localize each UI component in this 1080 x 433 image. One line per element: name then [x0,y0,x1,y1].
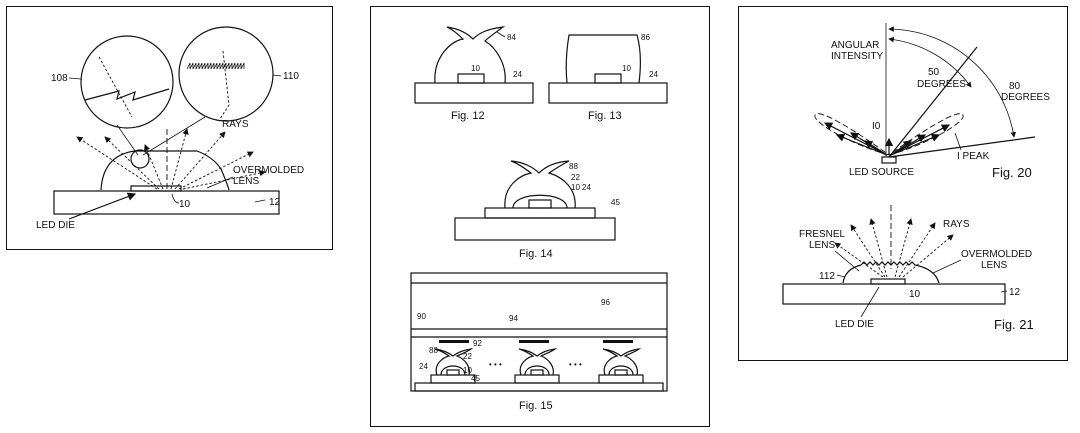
fig-20: ANGULAR INTENSITY 50 DEGREES 80 DEGREES [814,23,1050,180]
fig21-rays: RAYS [943,219,970,230]
label-12: 12 [269,197,281,208]
diagram-overmolded-lens: 108 110 RAYS OVERMOLDED LENS 10 12 [36,26,304,231]
small-magnify-circle [130,149,150,169]
fig14-caption: Fig. 14 [519,248,553,260]
fig20-ipeak: I PEAK [957,151,990,162]
fig12-label-84: 84 [507,33,516,42]
fig15-label-22: 22 [463,352,472,361]
fig21-led-die-label: LED DIE [835,319,874,330]
fig20-80-degrees: DEGREES [1001,92,1050,103]
panel-figs-20-21: ANGULAR INTENSITY 50 DEGREES 80 DEGREES [738,6,1068,361]
fig20-intensity: INTENSITY [831,51,884,62]
fig14-label-24: 24 [582,183,591,192]
fig20-caption: Fig. 20 [992,165,1032,180]
label-overmolded: OVERMOLDED [233,165,304,176]
fig21-substrate [782,283,1006,305]
fig14-label-88: 88 [569,162,578,171]
fig15-label-94: 94 [509,314,518,323]
fig-21: RAYS FRESNEL LENS OVERMOLDED LENS 112 10… [782,205,1034,332]
fig21-fresnel: FRESNEL [799,229,846,240]
fig-15: 96 90 94 92 • • • • [410,272,668,412]
fig-13: 86 10 24 Fig. 13 [548,33,668,122]
fig14-label-10: 10 [571,183,580,192]
fig15-label-88: 88 [429,346,438,355]
fig21-label-112: 112 [819,271,835,282]
fig12-caption: Fig. 12 [451,110,485,122]
fig20-80: 80 [1009,81,1021,92]
magnified-circle-110 [178,26,274,122]
fig15-dots-2: • • • [569,360,582,369]
fig20-led-source-label: LED SOURCE [849,167,914,178]
overmolded-lens [100,150,230,191]
magnified-circle-108 [80,35,174,129]
fig14-label-22: 22 [571,173,580,182]
fig15-label-10: 10 [463,366,472,375]
fig12-label-24: 24 [513,70,522,79]
fig21-fresnel-lens: LENS [809,240,835,251]
fig20-50-degrees: DEGREES [917,79,966,90]
fig21-overmolded: OVERMOLDED [961,249,1032,260]
fig20-i0: I0 [872,121,881,132]
label-10: 10 [179,199,191,210]
fig12-label-10: 10 [471,64,480,73]
fig15-label-92: 92 [473,339,482,348]
diagram-figs-12-15: 84 10 24 Fig. 12 86 10 24 Fig. 13 88 22 … [410,26,668,412]
fig20-50: 50 [928,67,940,78]
fig21-overmolded-lens: LENS [981,260,1007,271]
fig13-label-86: 86 [641,33,650,42]
fig14-label-45: 45 [611,198,620,207]
fig15-label-96: 96 [601,298,610,307]
fig20-led-source [881,156,897,164]
fig-14: 88 22 10 24 45 Fig. 14 [454,160,620,260]
fig15-caption: Fig. 15 [519,400,553,412]
fig21-caption: Fig. 21 [994,317,1034,332]
panel-overmolded-lens: 108 110 RAYS OVERMOLDED LENS 10 12 [6,6,333,250]
fig21-rays [834,218,954,278]
fig15-label-45: 45 [471,374,480,383]
fig21-led-die [870,278,906,285]
label-led-die: LED DIE [36,220,75,231]
fig15-dots-1: • • • [489,360,502,369]
fig21-label-10: 10 [909,289,921,300]
fig13-label-10: 10 [622,64,631,73]
fig-12: 84 10 24 Fig. 12 [414,26,534,122]
label-lens: LENS [233,176,259,187]
label-110: 110 [283,71,299,82]
fig15-label-24: 24 [419,362,428,371]
fig21-label-12: 12 [1009,287,1021,298]
fig21-fresnel-lens-shape [842,261,940,284]
panel-figs-12-15: 84 10 24 Fig. 12 86 10 24 Fig. 13 88 22 … [370,6,710,427]
label-rays: RAYS [222,119,249,130]
diagram-figs-20-21: ANGULAR INTENSITY 50 DEGREES 80 DEGREES [782,23,1050,332]
substrate [53,190,280,215]
fig15-label-90: 90 [417,312,426,321]
label-108: 108 [51,73,68,84]
fig13-label-24: 24 [649,70,658,79]
fig20-angular: ANGULAR [831,40,879,51]
fig13-caption: Fig. 13 [588,110,622,122]
